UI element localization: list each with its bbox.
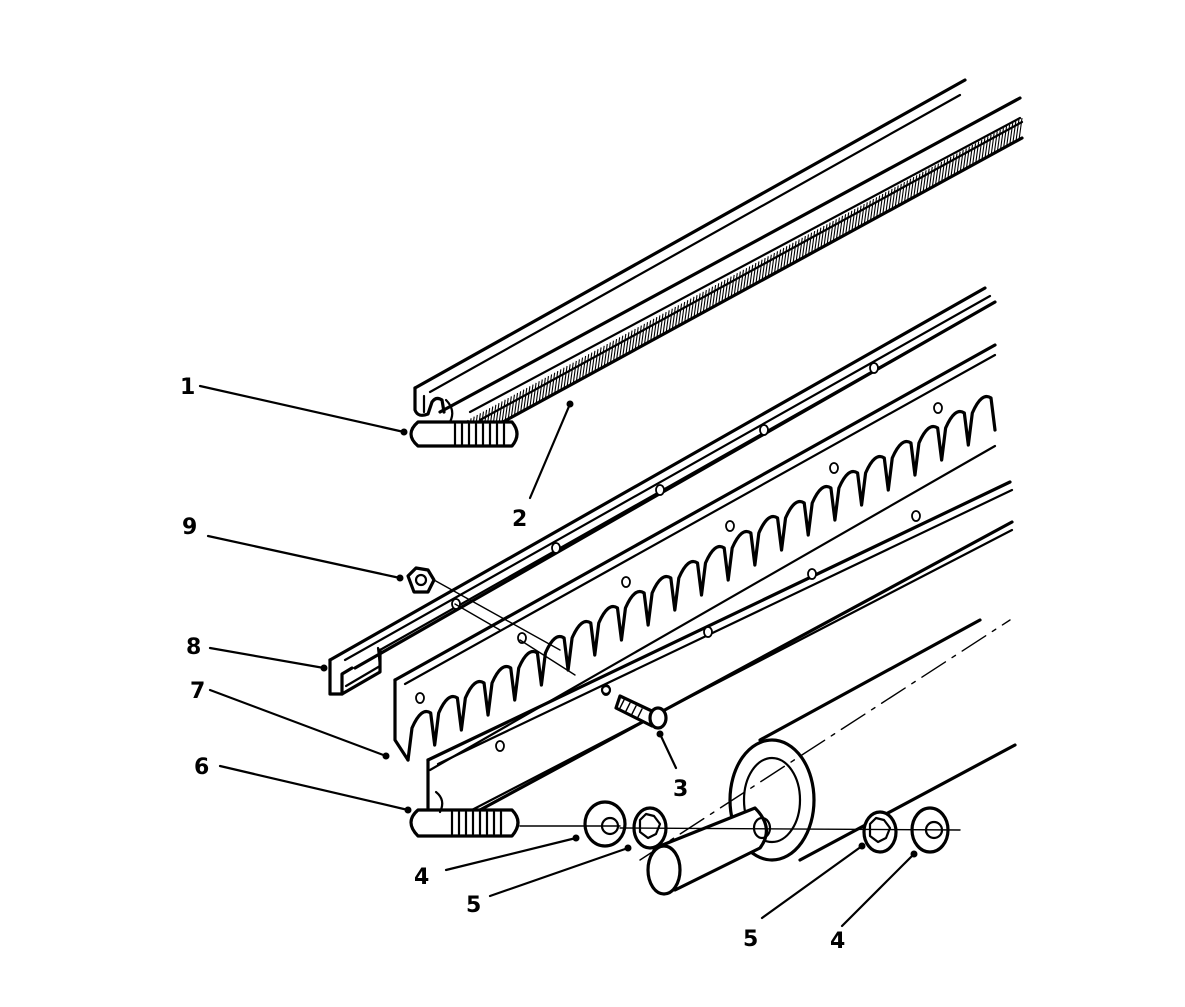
bolt-part-1: [409, 398, 519, 448]
bolt-part-6: [409, 790, 520, 838]
callout-5-left: 5: [466, 893, 481, 918]
callout-4-left: 4: [414, 865, 429, 890]
serrated-blade-part-7: [393, 343, 997, 772]
callout-3: 3: [673, 777, 688, 802]
nut-part-4-left: [583, 800, 627, 848]
channel-retainer-part-8: [328, 286, 997, 696]
hex-nut-part-9: [406, 566, 576, 676]
callout-7: 7: [190, 679, 205, 704]
callout-6: 6: [194, 755, 209, 780]
brush-channel-assembly: [413, 78, 1024, 443]
assembly-axis-line: [519, 825, 961, 831]
callout-8: 8: [186, 635, 201, 660]
screw-part-3: [600, 684, 668, 730]
callout-4-right: 4: [830, 929, 845, 954]
lower-strip: [426, 480, 1014, 814]
callout-labels: 1 2 3 4 5 6 7 8 9 5 4: [180, 375, 845, 954]
leader-lines: [198, 384, 918, 928]
roller-shaft: [639, 618, 1017, 896]
callout-2: 2: [512, 507, 527, 532]
brush-bristles: [464, 117, 1023, 443]
callout-1: 1: [180, 375, 195, 400]
callout-5-right: 5: [743, 927, 758, 952]
washer-part-5-right: [862, 810, 898, 854]
callout-9: 9: [182, 515, 197, 540]
